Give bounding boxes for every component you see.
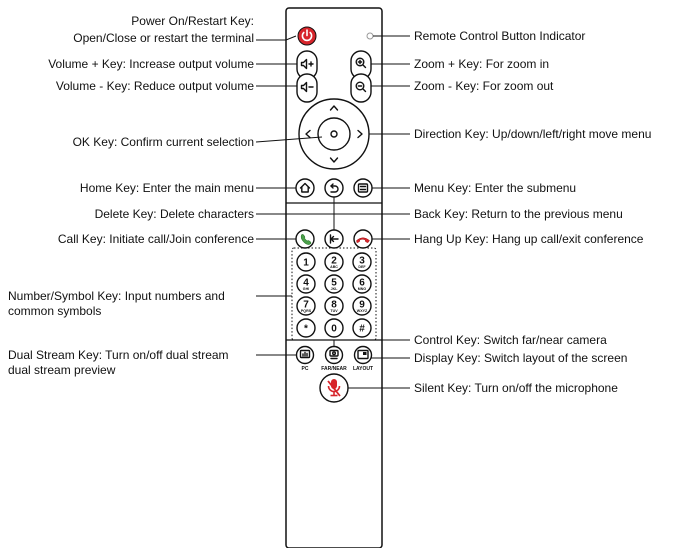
arrow-down-icon [329,157,339,163]
far-near-button[interactable] [324,345,344,365]
keypad-key-letters: TUV [330,309,338,313]
silent-button[interactable] [319,373,349,403]
delete-button[interactable] [324,229,344,249]
ok-button[interactable] [317,117,351,151]
label-back: Back Key: Return to the previous menu [414,207,623,221]
arrow-right-icon [357,129,363,139]
label-control: Control Key: Switch far/near camera [414,333,607,347]
call-button[interactable] [295,229,315,249]
menu-button[interactable] [353,178,373,198]
keypad-key-letters: JKL [331,287,339,291]
menu-icon [357,183,369,193]
keypad-key[interactable]: 0 [324,318,344,338]
arrow-up-icon [329,105,339,111]
label-ok: OK Key: Confirm current selection [73,135,254,149]
keypad-key-number: 0 [331,324,337,335]
back-icon [330,183,339,193]
power-icon [301,29,313,42]
label-power-title: Power On/Restart Key: [131,14,254,28]
camera-switch-icon [329,349,339,360]
keypad-key-number: # [359,324,365,335]
keypad-key[interactable]: * [296,318,316,338]
leader-back [333,197,410,215]
back-button[interactable] [324,178,344,198]
keypad-key-letters: MNO [358,287,367,291]
keypad-key-letters: GHI [303,287,309,291]
label-direction: Direction Key: Up/down/left/right move m… [414,127,651,141]
label-display: Display Key: Switch layout of the screen [414,351,627,365]
zoom-in-button[interactable] [350,50,372,80]
home-button[interactable] [295,178,315,198]
label-volume-down: Volume - Key: Reduce output volume [56,79,254,93]
keypad-key-number: 3 [359,256,365,267]
label-dual-1: Dual Stream Key: Turn on/off dual stream [8,348,229,362]
layout-label: LAYOUT [353,366,373,372]
label-menu: Menu Key: Enter the submenu [414,181,576,195]
leader-power [256,35,297,41]
delete-icon [329,234,339,244]
power-button[interactable] [297,26,317,46]
label-volume-up: Volume + Key: Increase output volume [48,57,254,71]
keypad-key-number: 9 [359,300,365,311]
ok-icon [330,130,338,138]
arrow-left-icon [305,129,311,139]
keypad-key[interactable]: # [352,318,372,338]
pc-label: PC [302,366,309,372]
dual-stream-icon [299,349,311,359]
zoom-out-icon [355,81,367,93]
label-dual-2: dual stream preview [8,363,116,377]
label-zoom-out: Zoom - Key: For zoom out [414,79,554,93]
keypad-key-letters: PQRS [301,309,312,313]
indicator-light [366,32,374,40]
label-zoom-in: Zoom + Key: For zoom in [414,57,549,71]
label-hangup: Hang Up Key: Hang up call/exit conferenc… [414,232,644,246]
keypad-key-number: * [304,324,308,335]
layout-icon [357,349,369,360]
keypad-key[interactable]: 1 [296,252,316,272]
phone-hangup-icon [356,237,370,243]
phone-green-icon [300,234,312,245]
volume-down-button[interactable] [296,73,318,103]
keypad-key-number: 5 [331,278,337,289]
keypad-key-letters: DEF [358,265,366,269]
leader-ok [255,136,323,143]
keypad-key-number: 8 [331,300,337,311]
zoom-out-button[interactable] [350,73,372,103]
volume-up-icon [300,58,314,70]
keypad-key-number: 4 [303,278,309,289]
label-indicator: Remote Control Button Indicator [414,29,585,43]
keypad-key-number: 2 [331,256,337,267]
hangup-button[interactable] [353,229,373,249]
label-silent: Silent Key: Turn on/off the microphone [414,381,618,395]
keypad-key-number: 6 [359,278,365,289]
label-number-1: Number/Symbol Key: Input numbers and [8,289,225,303]
dual-stream-button[interactable] [295,345,315,365]
leader-control [333,339,410,346]
label-power-desc: Open/Close or restart the terminal [73,31,254,45]
keypad-key-letters: WXYZ [357,309,368,313]
home-icon [299,182,311,193]
label-home: Home Key: Enter the main menu [80,181,254,195]
label-number-2: common symbols [8,304,101,318]
label-call: Call Key: Initiate call/Join conference [58,232,254,246]
keypad-key-letters: ABC [330,265,338,269]
volume-down-icon [300,81,314,93]
label-delete: Delete Key: Delete characters [95,207,254,221]
layout-button[interactable] [353,345,373,365]
keypad-key-number: 7 [303,300,309,311]
mic-mute-icon [327,379,341,397]
zoom-in-icon [355,57,367,69]
keypad-key-number: 1 [303,258,309,269]
far-near-label: FAR/NEAR [321,366,347,372]
